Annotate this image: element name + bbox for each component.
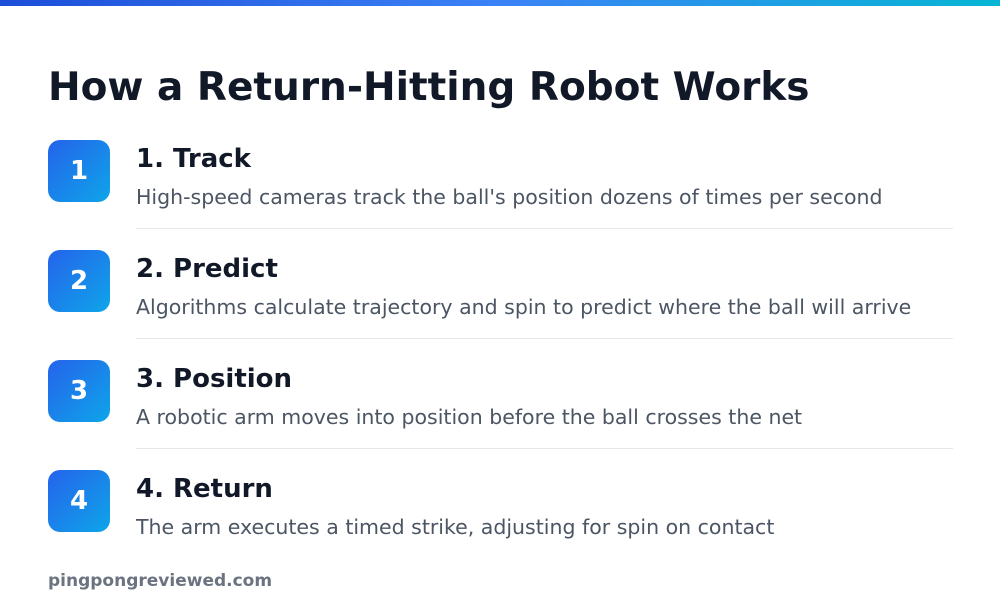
top-accent-bar <box>0 0 1000 6</box>
step-title: 1. Track <box>136 144 251 174</box>
step-number-badge: 2 <box>48 250 110 312</box>
step-return: 4 4. Return The arm executes a timed str… <box>48 470 953 580</box>
step-number-badge: 4 <box>48 470 110 532</box>
step-divider <box>136 228 953 229</box>
step-title: 3. Position <box>136 364 293 394</box>
site-footer: pingpongreviewed.com <box>48 571 273 591</box>
step-title: 2. Predict <box>136 254 278 284</box>
step-track: 1 1. Track High-speed cameras track the … <box>48 140 953 250</box>
step-position: 3 3. Position A robotic arm moves into p… <box>48 360 953 470</box>
page-title: How a Return-Hitting Robot Works <box>48 65 810 110</box>
step-number-badge: 3 <box>48 360 110 422</box>
step-description: A robotic arm moves into position before… <box>136 405 803 429</box>
step-divider <box>136 448 953 449</box>
step-predict: 2 2. Predict Algorithms calculate trajec… <box>48 250 953 360</box>
step-description: Algorithms calculate trajectory and spin… <box>136 295 912 319</box>
step-number-badge: 1 <box>48 140 110 202</box>
step-divider <box>136 338 953 339</box>
step-title: 4. Return <box>136 474 273 504</box>
step-description: The arm executes a timed strike, adjusti… <box>136 515 775 539</box>
step-description: High-speed cameras track the ball's posi… <box>136 185 883 209</box>
